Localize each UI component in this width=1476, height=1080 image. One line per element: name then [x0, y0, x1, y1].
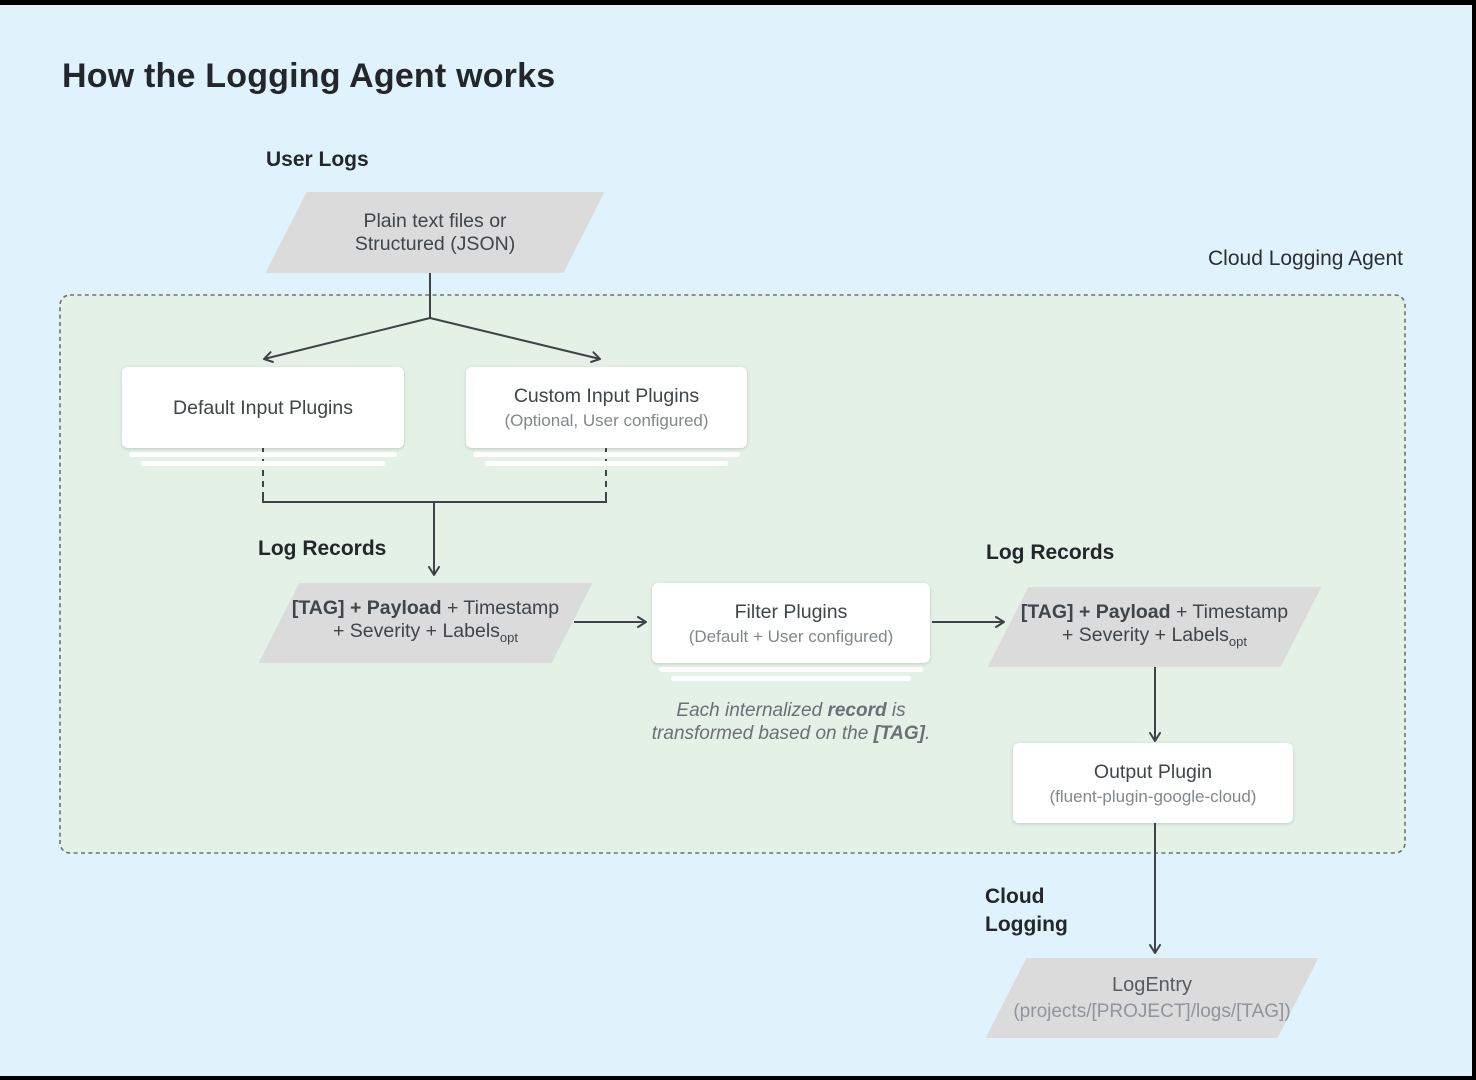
- user-logs-label: User Logs: [266, 148, 369, 171]
- frame-border-top: [0, 0, 1476, 5]
- cloud-logging-label: Cloud Logging: [985, 883, 1068, 939]
- record-line1-bold: [TAG] + Payload: [1020, 601, 1171, 623]
- frame-border-bottom: [0, 1076, 1476, 1080]
- record-line1-rest: + Timestamp: [1170, 601, 1289, 623]
- note-line2: transformed based on the [TAG].: [652, 723, 930, 744]
- record-line1-bold: [TAG] + Payload: [291, 597, 442, 619]
- frame-border-right: [1472, 0, 1476, 1080]
- custom-input-plugins-card: Custom Input Plugins (Optional, User con…: [466, 367, 747, 448]
- cloud-logging-agent-label: Cloud Logging Agent: [1208, 247, 1403, 270]
- user-input-line1: Plain text files or: [363, 209, 507, 232]
- user-input-line2: Structured (JSON): [354, 232, 516, 255]
- stack-bar: [141, 461, 385, 466]
- log-entry-title: LogEntry: [1111, 973, 1193, 996]
- diagram-canvas: How the Logging Agent works User Logs Cl…: [0, 5, 1472, 1076]
- page-title: How the Logging Agent works: [62, 57, 556, 95]
- default-input-plugins-card: Default Input Plugins: [122, 367, 404, 448]
- note-l2a: transformed based on the: [651, 723, 874, 744]
- note-l2c: .: [924, 723, 931, 744]
- default-input-plugins-title: Default Input Plugins: [173, 396, 353, 419]
- record-line2: + Severity + Labelsopt: [258, 620, 593, 649]
- note-line1: Each internalized record is: [676, 700, 905, 721]
- filter-plugins-subtitle: (Default + User configured): [688, 626, 894, 646]
- cloud-logging-line2: Logging: [985, 913, 1068, 936]
- log-records-left-label: Log Records: [258, 537, 387, 560]
- user-input-parallelogram: Plain text files or Structured (JSON): [265, 192, 605, 273]
- log-entry-parallelogram: LogEntry (projects/[PROJECT]/logs/[TAG]): [985, 958, 1319, 1038]
- record-line2-text: + Severity + Labels: [332, 620, 500, 642]
- stack-bar: [671, 676, 911, 681]
- log-entry-subtitle: (projects/[PROJECT]/logs/[TAG]): [1013, 1000, 1291, 1022]
- note-l2b: [TAG]: [873, 723, 925, 744]
- log-records-right-label: Log Records: [986, 541, 1115, 564]
- cloud-logging-line1: Cloud: [985, 885, 1045, 908]
- stack-bar: [485, 461, 728, 466]
- record-line2-subscript: opt: [499, 630, 518, 645]
- filter-plugins-title: Filter Plugins: [734, 600, 848, 623]
- note-l1c: is: [886, 700, 906, 721]
- stack-bar: [129, 452, 397, 457]
- custom-input-plugins-title: Custom Input Plugins: [513, 385, 700, 407]
- custom-input-plugins-subtitle: (Optional, User configured): [504, 411, 709, 430]
- output-plugin-card: Output Plugin (fluent-plugin-google-clou…: [1013, 743, 1293, 823]
- record-transform-note: Each internalized record is transformed …: [631, 699, 951, 745]
- stack-bar: [473, 452, 740, 457]
- log-record-left-parallelogram: [TAG] + Payload + Timestamp + Severity +…: [258, 583, 593, 663]
- note-l1a: Each internalized: [676, 700, 828, 721]
- output-plugin-title: Output Plugin: [1093, 760, 1213, 783]
- output-plugin-subtitle: (fluent-plugin-google-cloud): [1049, 786, 1257, 806]
- arrow-to-default-input: [263, 317, 431, 363]
- record-line1: [TAG] + Payload + Timestamp: [258, 597, 593, 620]
- log-record-right-parallelogram: [TAG] + Payload + Timestamp + Severity +…: [987, 587, 1322, 667]
- record-line1: [TAG] + Payload + Timestamp: [987, 601, 1322, 624]
- note-l1b: record: [827, 700, 887, 721]
- record-line2-subscript: opt: [1228, 634, 1247, 649]
- arrow-to-custom-input: [429, 317, 601, 363]
- diagram-connectors: [59, 273, 1406, 954]
- stack-bar: [659, 667, 923, 672]
- record-line2: + Severity + Labelsopt: [987, 624, 1322, 653]
- record-line1-rest: + Timestamp: [441, 597, 560, 619]
- filter-plugins-card: Filter Plugins (Default + User configure…: [652, 583, 930, 663]
- record-line2-text: + Severity + Labels: [1061, 624, 1229, 646]
